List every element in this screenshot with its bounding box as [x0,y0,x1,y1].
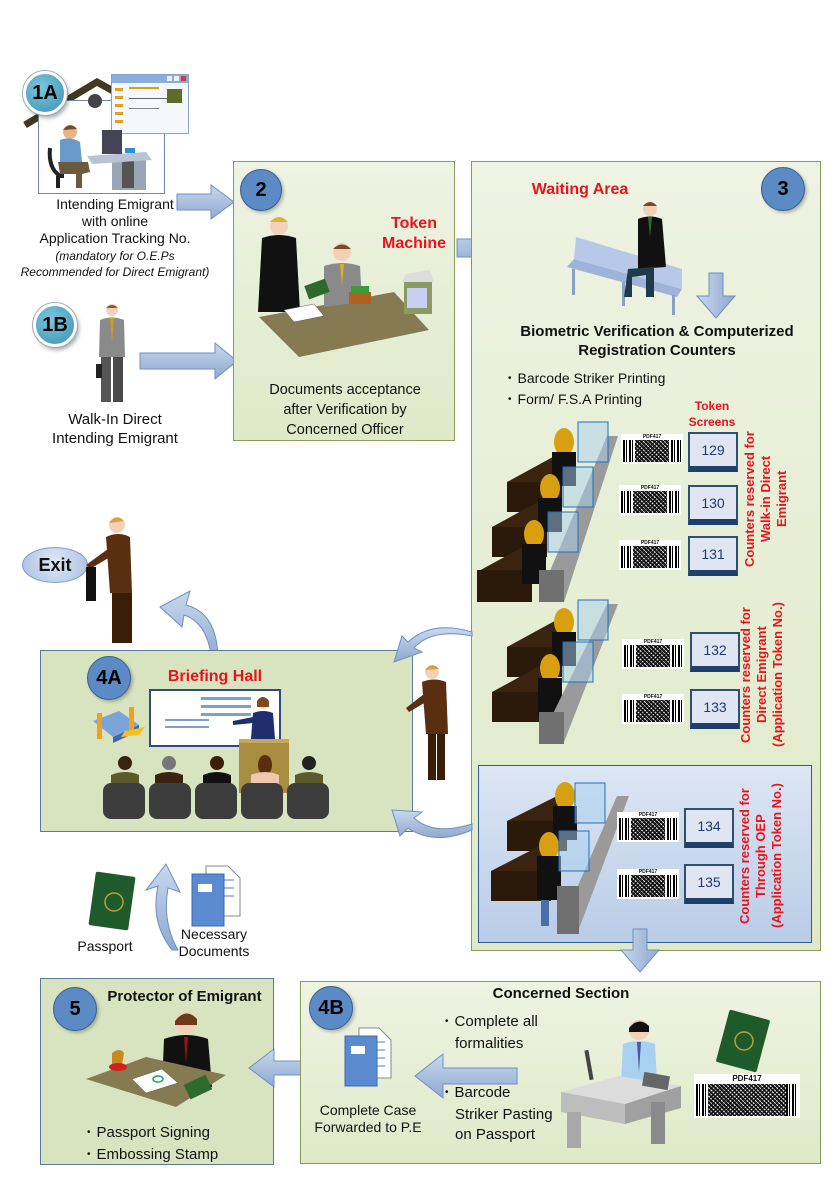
pdf417-barcode: PDF417 [617,812,679,842]
token-screen-131: 131 [688,536,738,576]
step-badge-2: 2 [240,169,282,211]
exit-badge: Exit [22,547,88,583]
caption-line: Documents acceptance [269,382,421,398]
token-screen-132: 132 [690,632,740,672]
documents-folder-icon [191,865,241,927]
token-machine-label: Token Machine [381,215,446,252]
briefing-hall-label: Briefing Hall [167,668,263,685]
step-5-bullets: Passport Signing Embossing Stamp [87,1123,219,1167]
protector-of-emigrant-title: Protector of Emigrant [107,988,262,1005]
registration-counter-illustration [477,421,618,602]
bullet-item: Embossing Stamp [87,1145,219,1167]
step-badge-4b: 4B [309,986,353,1030]
note-line: (mandatory for O.E.Ps [55,249,175,263]
caption-line: Application Tracking No. [39,230,191,246]
token-screens-label: Token Screens [688,399,736,429]
token-screen-130: 130 [688,485,738,525]
arrow-down-icon [695,272,737,319]
caption-line: after Verification by [283,402,407,418]
arrow-down-icon [619,928,661,973]
caption-line: Intending Emigrant [56,196,174,212]
step-badge-1b: 1B [33,303,77,347]
counter-group-label-walk-in: Counters reserved for Walk-in Direct Emi… [742,431,789,567]
arrow-right-icon [139,341,238,381]
audience-icon [103,755,329,819]
presenter-icon [233,697,275,739]
step-5-panel: 5 Protector of Emigrant Passport Signing… [40,978,274,1165]
step-3-panel: 3 Waiting Area Biometric Verification & … [471,161,821,951]
necessary-documents-label: Necessary Documents [178,926,250,959]
browser-window-icon [111,74,189,134]
bullet-item: Form/ F.S.A Printing [508,390,665,411]
caption-line: Walk-In Direct [68,411,162,428]
house-window-dot [88,94,102,108]
concerned-section-title: Concerned Section [492,985,630,1002]
registration-counter-illustration [491,782,629,934]
step-badge-1a: 1A [23,71,67,115]
step-2-panel: 2 Token Machine Documents acceptance aft… [233,161,455,441]
waiting-area-label: Waiting Area [531,181,629,198]
caption-line: Concerned Officer [286,422,404,438]
step-3-bullets: Barcode Striker Printing Form/ F.S.A Pri… [508,369,666,411]
pdf417-barcode: PDF417 [621,434,683,464]
passport-icon [716,1009,770,1073]
protector-signing-icon [86,1012,226,1107]
case-file-folder-icon [344,1027,392,1087]
token-screen-133: 133 [690,689,740,729]
person-at-computer-icon [47,125,152,190]
case-forwarded-caption: Complete Case Forwarded to P.E [314,1102,422,1135]
waiting-bench-icon [567,202,682,315]
curved-arrow-up-icon [144,863,181,951]
token-screen-134: 134 [684,808,734,848]
step-2-caption: Documents acceptance after Verification … [234,380,456,440]
step-4a-panel: 4A Briefing Hall [40,650,413,832]
person-entering-briefing-icon [406,665,448,780]
token-screen-135: 135 [684,864,734,904]
oep-counters-panel: PDF417 134 PDF417 135 Counters reserved … [478,765,812,943]
arrow-right-icon [176,184,235,220]
caption-line: Intending Emigrant [52,430,178,447]
curved-arrow-left-icon [393,627,473,663]
pdf417-barcode: PDF417 [619,485,681,515]
caption-line: with online [81,213,149,229]
curved-arrow-up-icon [159,590,219,662]
pdf417-barcode: PDF417 [619,540,681,570]
passport-icon [88,871,136,931]
step-1b-caption: Walk-In Direct Intending Emigrant [30,410,200,448]
counter-group-label-direct: Counters reserved for Direct Emigrant (A… [738,602,785,748]
passport-label: Passport [77,938,133,954]
registration-counters-title: Biometric Verification & Computerized Re… [520,323,794,359]
step-1a-note: (mandatory for O.E.Ps Recommended for Di… [0,248,230,280]
pdf417-barcode: PDF417 [617,869,679,899]
curved-arrow-left-icon [391,809,473,839]
walking-businessman-icon [96,304,125,402]
note-line: Recommended for Direct Emigrant) [20,265,210,279]
step-badge-3: 3 [761,167,805,211]
exiting-person-icon [86,517,132,643]
pdf417-barcode: PDF417 [622,694,684,724]
bullet-item: Barcode Striker Printing [508,369,666,390]
counter-group-label-oep: Counters reserved for Through OEP (Appli… [737,783,784,929]
projector-icon [93,707,145,743]
document-verification-scene-icon [258,217,434,357]
clerk-at-desk-icon [561,1020,681,1148]
step-1a-caption: Intending Emigrant with online Applicati… [20,196,210,247]
pdf417-barcode: PDF417 [622,639,684,669]
token-screen-129: 129 [688,432,738,472]
bullet-item: Passport Signing [87,1123,218,1145]
step-badge-5: 5 [53,987,97,1031]
pdf417-barcode: PDF417 [694,1074,800,1118]
step-4b-panel: 4B Concerned Section Complete Case Forwa… [300,981,821,1164]
registration-counter-illustration [492,599,618,744]
step-badge-4a: 4A [87,656,131,700]
